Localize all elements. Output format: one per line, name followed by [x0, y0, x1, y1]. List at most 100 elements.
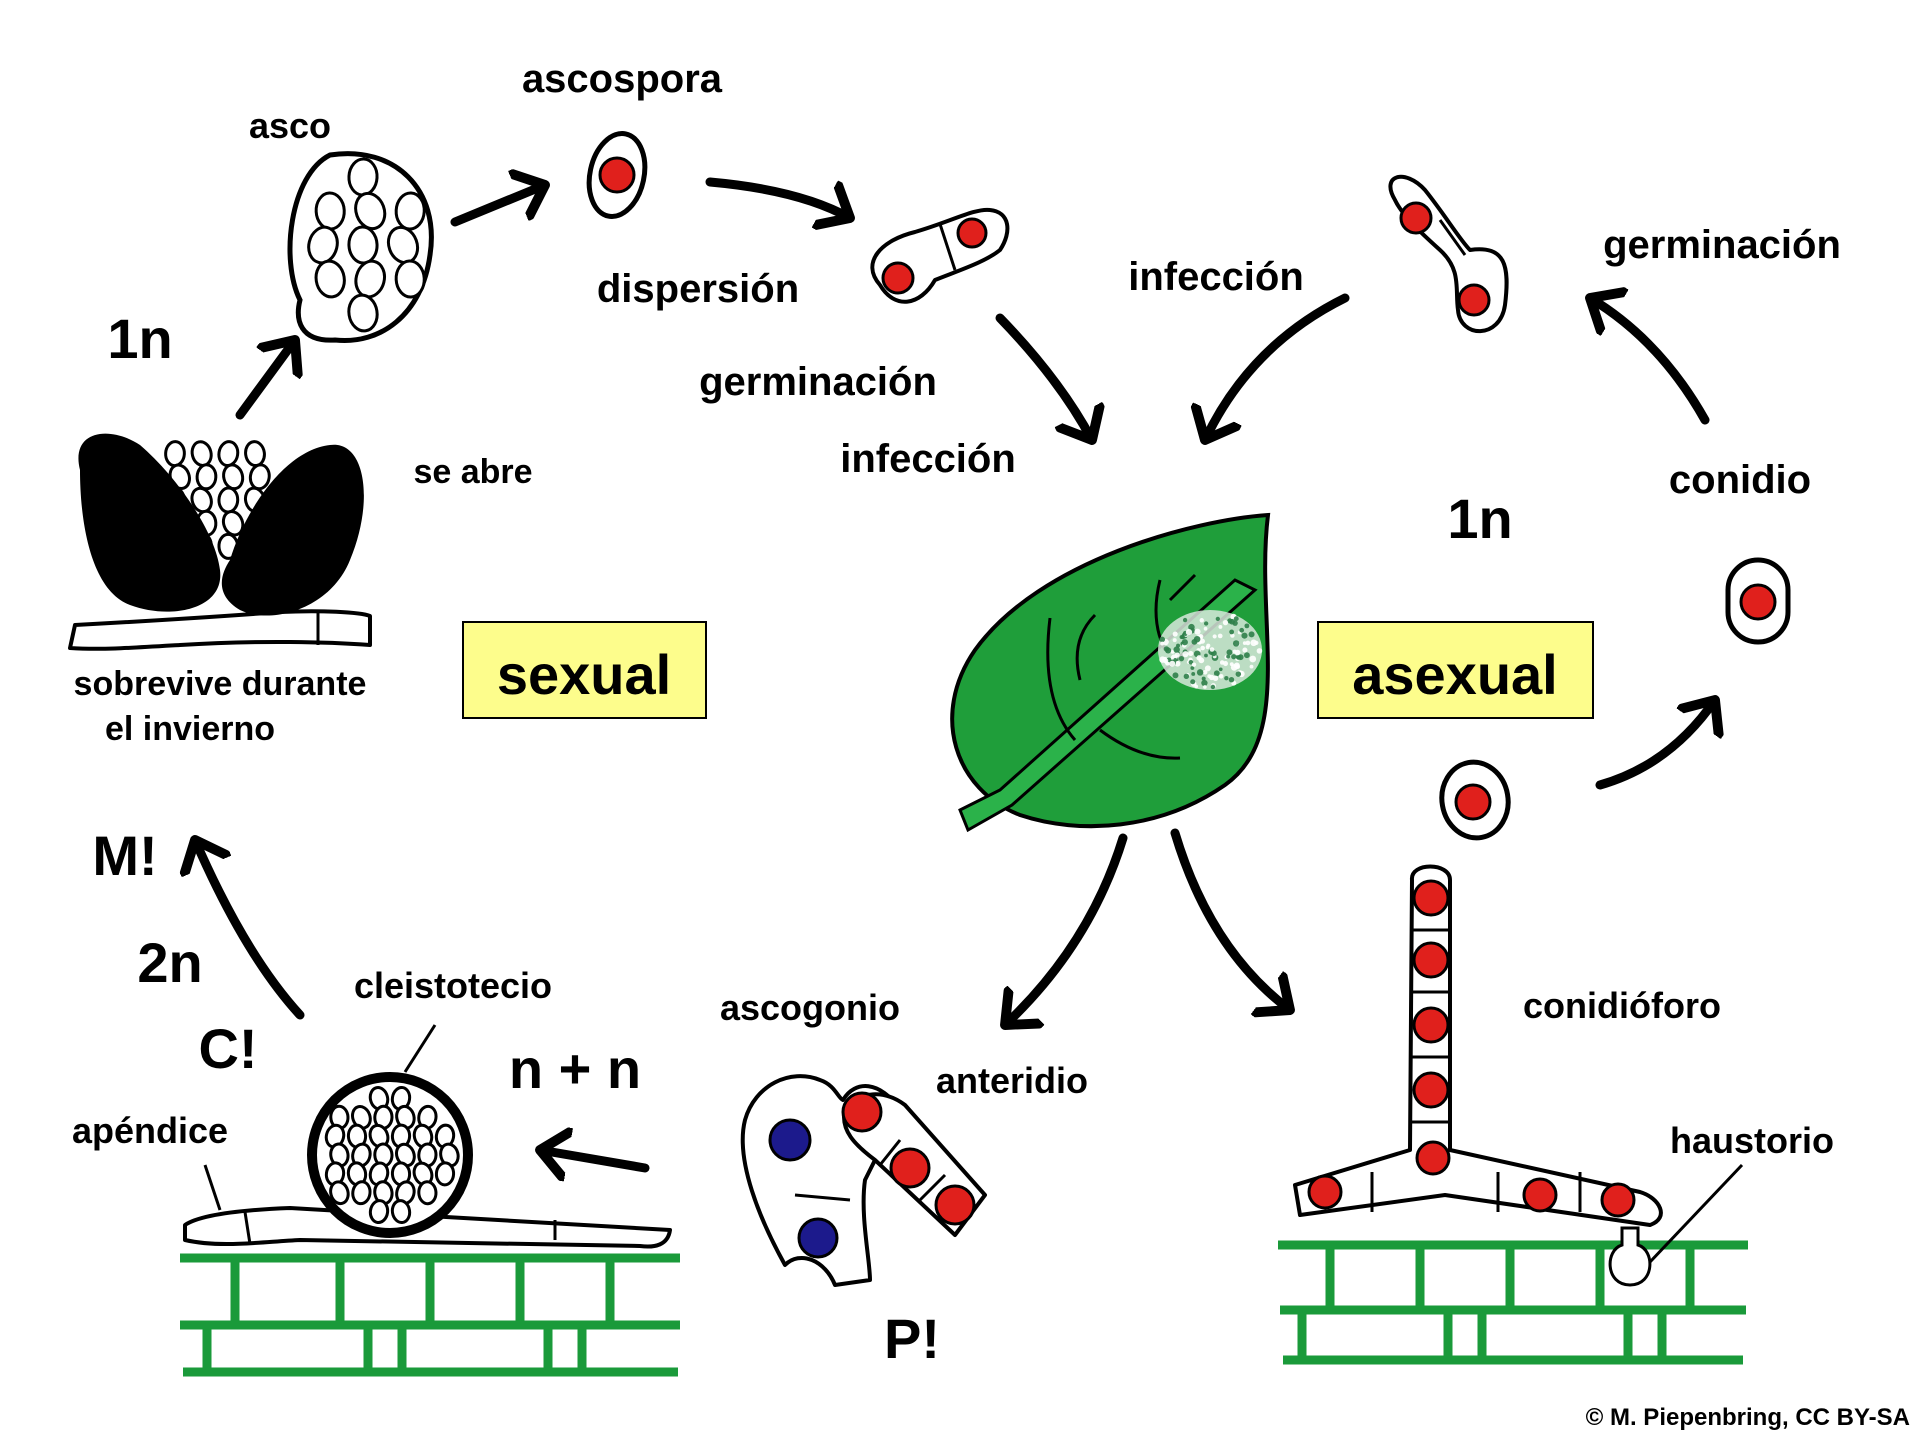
mildew-speck [1179, 635, 1184, 639]
mildew-speck [1222, 619, 1229, 626]
label-cleistotecio: cleistotecio [354, 965, 552, 1006]
label-apendice: apéndice [72, 1110, 228, 1151]
ascospore-in-ascus [347, 293, 379, 333]
ascospore-in-ascus [314, 191, 346, 231]
mildew-speck [1219, 660, 1225, 665]
haustorium [1608, 1226, 1652, 1287]
mildew-speck [1190, 679, 1196, 685]
ascospore-in-ascus [307, 225, 339, 265]
ascus-in-cleistothecium [395, 1142, 416, 1168]
label-ascospora: ascospora [522, 57, 723, 101]
conidiophore-nucleus [1412, 879, 1450, 917]
mildew-speck [1224, 676, 1229, 681]
mildew-speck [1173, 658, 1178, 662]
mildew-speck [1169, 660, 1176, 667]
label-conidioforo: conidióforo [1523, 985, 1721, 1026]
mildew-speck [1226, 649, 1233, 656]
ascus-in-cleistothecium [368, 1199, 390, 1225]
mildew-speck [1194, 628, 1201, 635]
mildew-speck [1239, 627, 1245, 633]
arrow-cleistothecium-to-chasmothecium [195, 840, 305, 1020]
mildew-speck [1196, 669, 1204, 676]
mildew-speck [1256, 648, 1263, 654]
mildew-speck [1244, 623, 1250, 629]
hypha-nucleus [1307, 1174, 1343, 1210]
ascus-in-chasmothecium [195, 463, 218, 491]
conidium-released [1439, 759, 1511, 841]
mildew-speck [1233, 616, 1239, 622]
mildew-speck [1178, 655, 1185, 662]
ascospore-in-ascus [314, 259, 346, 299]
ascus-in-chasmothecium [217, 486, 240, 514]
mildew-speck [1233, 662, 1240, 669]
ascospore-in-ascus [347, 157, 379, 197]
mildew-speck [1183, 673, 1190, 680]
cleistothecium [183, 1024, 672, 1249]
ascus-in-cleistothecium [434, 1161, 456, 1187]
mildew-speck [1203, 621, 1209, 626]
mildew-speck [1235, 671, 1242, 677]
host-cells-left [180, 1253, 680, 1377]
mildew-speck [1249, 664, 1254, 669]
mildew-speck [1185, 629, 1193, 636]
ascospore-in-ascus [394, 191, 426, 231]
mildew-speck [1217, 633, 1223, 639]
arrow-conidium-to-germination [1590, 298, 1710, 425]
mildew-speck [1201, 676, 1206, 681]
arrow-ascospore-to-germination [705, 177, 850, 218]
mildew-speck [1230, 633, 1235, 638]
conidiophore-nucleus [1412, 1071, 1450, 1109]
mildew-speck [1188, 659, 1194, 665]
diagram-labels: asco ascospora dispersión germinación in… [72, 57, 1910, 1431]
label-asco: asco [249, 105, 331, 146]
mildew-speck [1207, 674, 1212, 679]
mildew-speck [1241, 632, 1248, 639]
mildew-speck [1229, 629, 1235, 635]
mildew-speck [1182, 617, 1188, 623]
ascus-in-chasmothecium [248, 463, 271, 491]
mildew-speck [1191, 672, 1196, 676]
mildew-speck [1202, 669, 1208, 675]
mildew-speck [1172, 631, 1178, 637]
mildew-speck [1218, 624, 1223, 629]
mildew-speck [1201, 679, 1208, 687]
germinating-conidium [1388, 174, 1509, 334]
mildew-speck [1212, 634, 1217, 639]
mildew-speck [1231, 654, 1237, 660]
ploidy-1n-left: 1n [107, 307, 172, 370]
mildew-speck [1203, 626, 1208, 631]
conidium-right [1725, 557, 1791, 645]
svg-text:sexual: sexual [497, 643, 671, 706]
event-karyogamy: C! [198, 1017, 257, 1080]
event-meiosis: M! [92, 824, 157, 887]
mildew-speck [1190, 666, 1195, 670]
mildew-speck [1232, 649, 1237, 654]
appendage [203, 1164, 222, 1211]
label-sobrevive-1: sobrevive durante [74, 665, 367, 703]
mildew-speck [1242, 647, 1248, 653]
mildew-speck [1188, 650, 1194, 657]
arrow-leaf-to-conidiophore [1170, 828, 1290, 1010]
mildew-speck [1228, 676, 1235, 683]
mildew-speck [1204, 653, 1208, 658]
mildew-speck [1213, 670, 1220, 677]
mildew-speck [1245, 640, 1251, 646]
mildew-speck [1181, 639, 1188, 646]
label-infeccion-asexual: infección [1128, 255, 1304, 299]
host-leaf [950, 512, 1271, 833]
arrow-conidiophore-to-conidium [1595, 700, 1715, 790]
arrow-ascus-to-ascospore [450, 185, 545, 227]
ascus-in-chasmothecium [164, 440, 186, 468]
mildew-speck [1209, 647, 1215, 652]
mildew-speck [1218, 667, 1223, 672]
mildew-speck [1200, 645, 1206, 651]
ascus-in-cleistothecium [351, 1180, 372, 1206]
conidiophore-nucleus [1412, 941, 1450, 979]
host-cells-right [1278, 1240, 1748, 1365]
mildew-speck [1173, 646, 1180, 653]
label-infeccion-sexual: infección [840, 437, 1016, 481]
mildew-speck [1193, 635, 1201, 643]
mildew-speck [1163, 646, 1170, 652]
mildew-speck [1203, 685, 1207, 689]
ascus-in-chasmothecium [222, 463, 245, 491]
